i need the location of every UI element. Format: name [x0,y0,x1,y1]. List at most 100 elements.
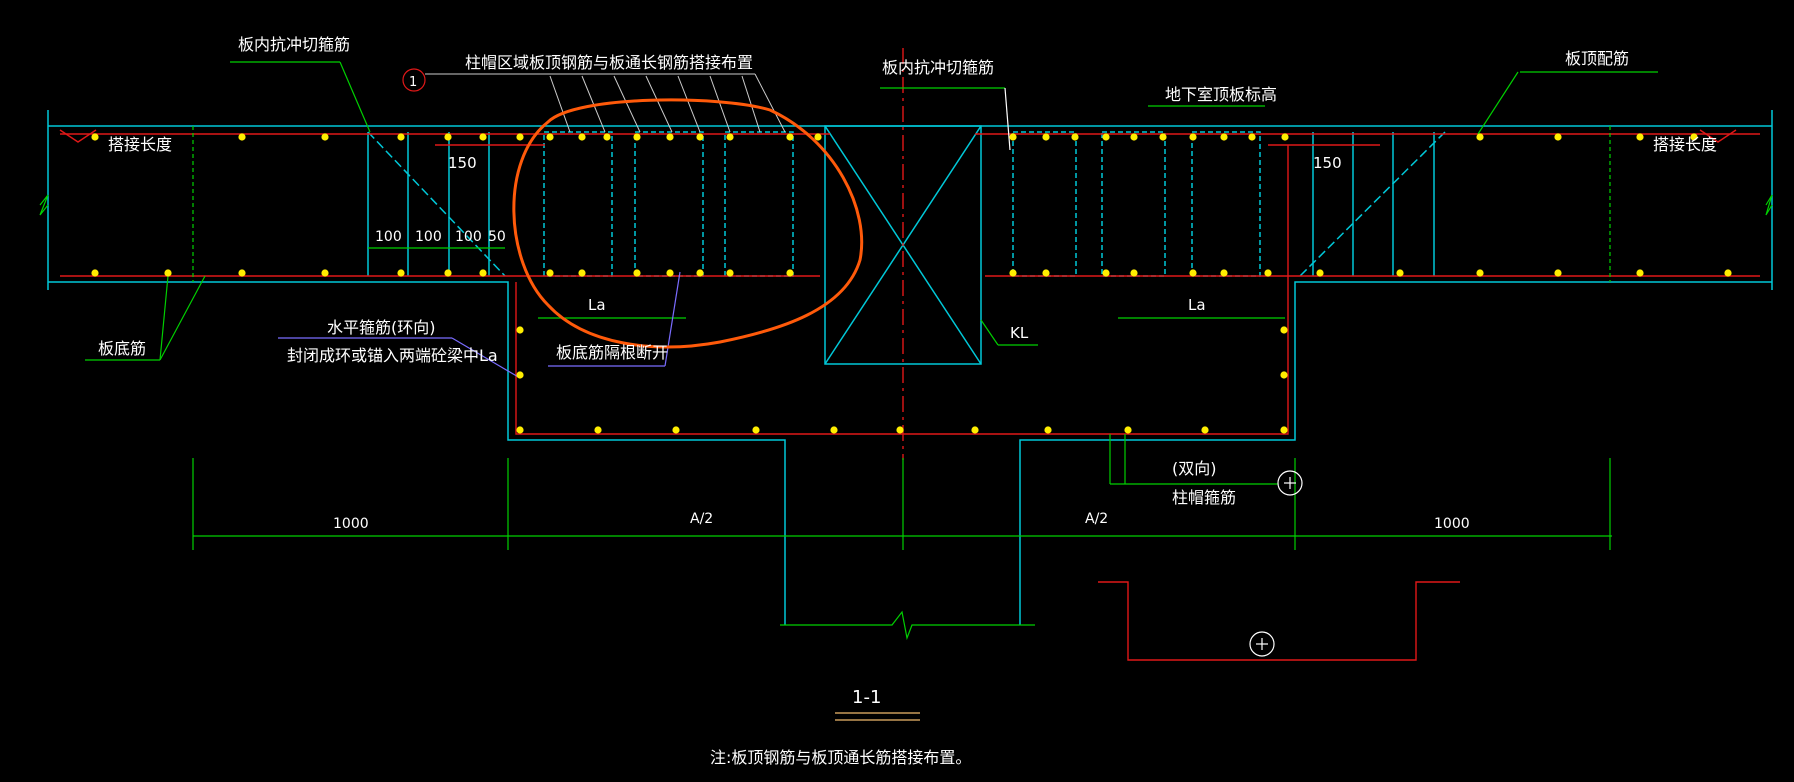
rebar-dot [91,133,99,141]
slab-bottom-left [48,281,786,625]
rebar-dot [1724,269,1732,277]
rebar-dot [971,426,979,434]
rebar-dot [1280,426,1288,434]
rebar-dot [603,133,611,141]
rebar-dot [1189,133,1197,141]
rebar-dot [516,133,524,141]
rebar-dot [321,269,329,277]
rebar-dot [1201,426,1209,434]
dim-100-c: 100 [455,229,482,245]
rebar-dot [516,426,524,434]
rebar-dot [1009,133,1017,141]
rebar-dot [1159,133,1167,141]
rebar-dot [633,133,641,141]
rebar-dot [1071,133,1079,141]
rebar-dot [696,269,704,277]
rebar-dot [1248,133,1256,141]
dimension-lines [39,61,1773,641]
rebar-dot [1476,269,1484,277]
rebar-dot [1280,371,1288,379]
rebar-dots [91,133,1732,434]
rebar-dot [594,426,602,434]
rebar-dot [1044,426,1052,434]
label-kl: KL [1010,324,1029,342]
reference-markers [402,68,1303,657]
dim-150-left: 150 [448,154,477,172]
cap-stirrup-bar-marker [1277,470,1303,496]
rebar-dot [1554,269,1562,277]
dim-100-a: 100 [375,229,402,245]
label-la-right: La [1188,296,1206,314]
rebar-dot [666,133,674,141]
concrete-outline [47,110,1773,625]
dim-1000-right: 1000 [1434,516,1470,532]
rebar-dot [696,133,704,141]
dim-a2-left: A/2 [690,511,713,527]
section-title-underline [835,712,920,721]
rebar-dot [164,269,172,277]
label-bottom-cut: 板底筋隔根断开 [556,343,668,362]
rebar-dot [578,133,586,141]
rebar-dot [1554,133,1562,141]
rebar-dot [786,133,794,141]
rebar-dot [444,133,452,141]
rebar-dot [1130,133,1138,141]
rebar-dot [1264,269,1272,277]
rebar-dot [726,269,734,277]
rebar-dot [516,371,524,379]
rebar-dot [672,426,680,434]
rebar-dot [1189,269,1197,277]
rebar-dot [321,133,329,141]
rebar-dot [578,269,586,277]
slab-bottom-right [1019,281,1772,625]
label-cap-two-way: (双向) [1172,459,1217,478]
dim-100-b: 100 [415,229,442,245]
label-top-dist: 板顶配筋 [1565,49,1629,68]
rebar-dot [1009,269,1017,277]
rebar-dot [1636,269,1644,277]
rebar-dot [666,269,674,277]
rebar-dot [1130,269,1138,277]
section-title: 1-1 [852,687,881,708]
purple-leaders [278,271,681,379]
rebar-dot [238,269,246,277]
rebar-dot [1220,269,1228,277]
rebar-dot [1690,133,1698,141]
rebar-dot [546,269,554,277]
label-column-cap-top: 柱帽区域板顶钢筋与板通长钢筋搭接布置 [465,53,753,72]
rebar-dot [830,426,838,434]
rebar-dot [444,269,452,277]
rebar-dot [1220,133,1228,141]
rebar-dot [814,133,822,141]
rebar-dot [1396,269,1404,277]
rebar-dot [238,133,246,141]
label-hoop-line1: 水平箍筋(环向) [327,318,436,337]
rebar-dot [752,426,760,434]
rebar-dot [1102,133,1110,141]
dim-1000-left: 1000 [333,516,369,532]
rebar-lines [59,48,1760,661]
rebar-dot [1316,269,1324,277]
label-lap-right: 搭接长度 [1653,135,1717,154]
label-cap-stirrup: 柱帽箍筋 [1172,488,1236,507]
rebar-dot [546,133,554,141]
rebar-dot [786,269,794,277]
column-cap-outline-red [1098,581,1460,661]
rebar-dot [91,269,99,277]
markup-highlight-circle [512,98,864,349]
rebar-dot [633,269,641,277]
rebar-dot [1281,133,1289,141]
rebar-dot [516,326,524,334]
rebar-dot [726,133,734,141]
rebar-dot [1042,269,1050,277]
rebar-dot [1102,269,1110,277]
label-lap-left: 搭接长度 [108,135,172,154]
label-ref-number: 1 [409,75,417,90]
rebar-dot [479,133,487,141]
label-hoop-line2: 封闭成环或锚入两端砼梁中La [287,346,498,365]
label-basement-elev: 地下室顶板标高 [1165,85,1277,104]
rebar-dot [397,269,405,277]
rebar-dot [1042,133,1050,141]
label-shear-mid: 板内抗冲切箍筋 [882,58,994,77]
dim-150-right: 150 [1313,154,1342,172]
